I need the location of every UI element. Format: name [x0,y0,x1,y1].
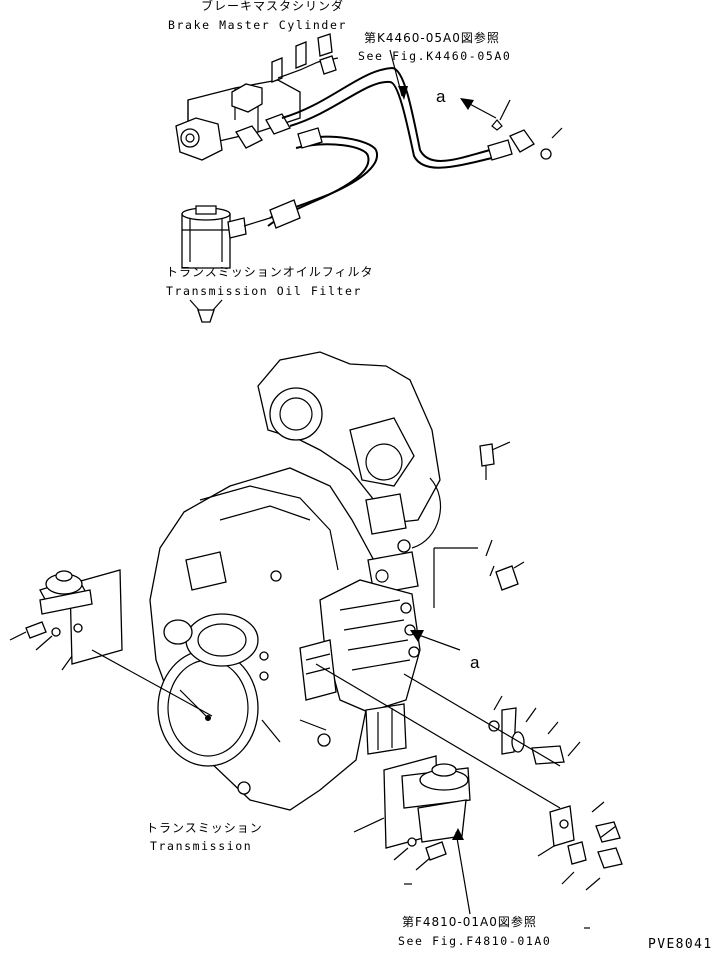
brake-master-cylinder-label-en: Brake Master Cylinder [168,18,347,32]
see-fig-k4460-label-jp: 第K4460-05A0図参照 [364,31,500,45]
brake-master-cylinder [175,33,339,161]
transmission-housing [149,351,441,811]
right-mount-bracket [353,755,471,915]
see-fig-f4810-label-en: See Fig.F4810-01A0 [398,934,552,948]
see-fig-k4460-label-en: See Fig.K4460-05A0 [358,49,512,63]
oil-filter [181,205,271,323]
left-mount-bracket [9,569,213,717]
brake-hoses [267,49,552,229]
view-a-arrow-top [460,98,563,139]
transmission-label-jp: トランスミッション [146,821,263,835]
brake-master-cylinder-label-jp: ブレーキマスタシリンダ [201,0,345,13]
view-a-marker-mid: a [470,653,480,672]
mid-arrow-a [410,630,461,651]
view-a-marker-top: a [436,87,446,106]
control-valve [299,493,421,755]
drawing-code: PVE8041 [648,937,713,952]
see-fig-f4810-label-jp: 第F4810-01A0図参照 [402,915,537,929]
leader-lines [261,547,590,929]
transmission-label-en: Transmission [150,839,253,853]
right-fittings [315,539,623,891]
oil-filter-label-jp: トランスミッションオイルフィルタ [166,265,374,279]
temperature-sensor [411,441,511,549]
oil-filter-label-en: Transmission Oil Filter [166,284,363,298]
